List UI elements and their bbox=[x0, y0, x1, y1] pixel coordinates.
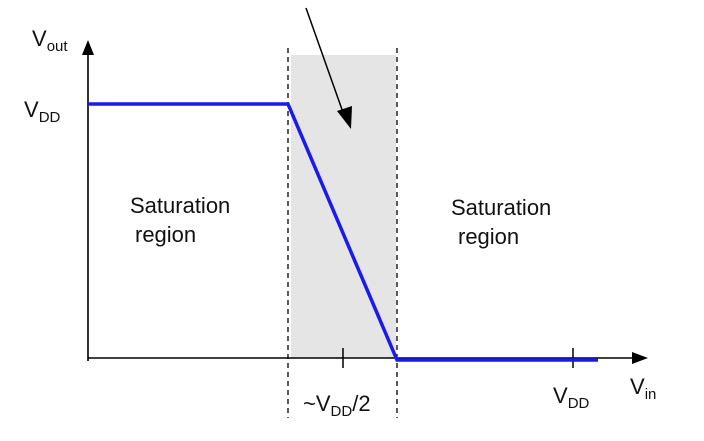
x-axis-label: Vin bbox=[630, 374, 656, 403]
right-region-label-line1: Saturation bbox=[451, 195, 551, 220]
y-axis-label: Vout bbox=[32, 26, 68, 55]
left-region-label-line1: Saturation bbox=[130, 193, 230, 218]
pointer-arrow bbox=[305, 7, 346, 119]
pointer-arrow-head bbox=[337, 106, 352, 129]
right-region-label-line2: region bbox=[458, 224, 519, 249]
vdd-x-label: VDD bbox=[553, 383, 590, 412]
x-axis-arrow-head bbox=[632, 352, 648, 364]
transition-region-shade bbox=[291, 55, 396, 358]
transfer-curve bbox=[88, 102, 598, 362]
vdd-y-label: VDD bbox=[24, 97, 61, 126]
left-region-label-line2: region bbox=[135, 222, 196, 247]
y-axis-arrow-head bbox=[82, 40, 94, 55]
half-vdd-label: ~VDD/2 bbox=[303, 391, 371, 420]
